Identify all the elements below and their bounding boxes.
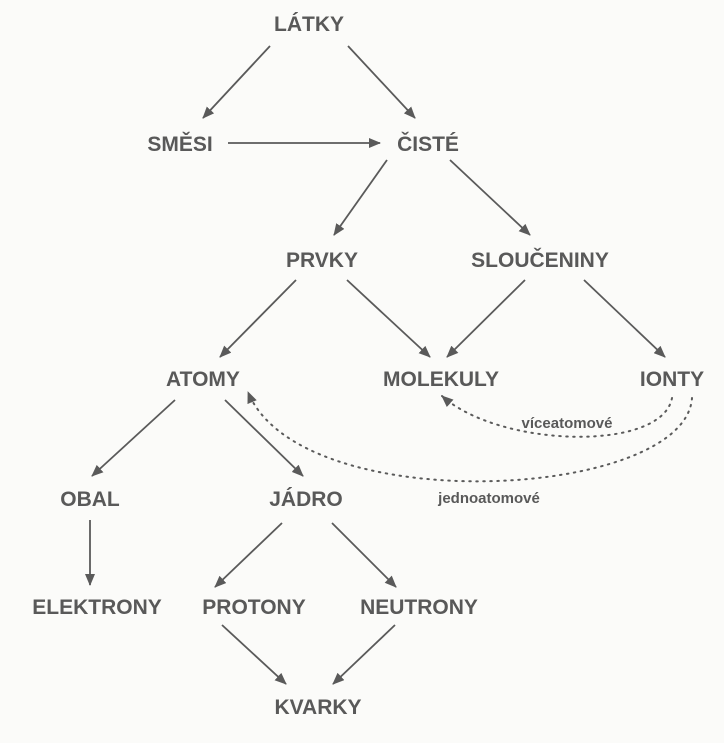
node-jadro: JÁDRO [269,488,343,511]
node-ionty: IONTY [640,368,704,391]
edge-ciste-prvky [333,159,388,236]
node-protony: PROTONY [202,596,305,619]
node-neutrony: NEUTRONY [360,596,478,619]
node-slouceniny: SLOUČENINY [471,248,609,272]
node-molekuly: MOLEKULY [383,368,499,391]
node-kvarky: KVARKY [274,696,361,719]
node-ciste: ČISTÉ [397,132,459,156]
edge-slouceniny-molekuly [446,279,526,358]
node-elektrony: ELEKTRONY [32,596,162,619]
edge-ionty-atomy-dotted [247,391,693,483]
edge-ciste-slouceniny [449,159,531,236]
label-viceatomove: víceatomové [522,415,613,432]
node-prvky: PRVKY [286,249,358,272]
edge-jadro-protony [214,522,283,588]
edge-latky-ciste [347,45,416,119]
node-obal: OBAL [60,488,120,511]
edge-ionty-molekuly-dotted [441,395,673,438]
edge-slouceniny-ionty [583,279,666,358]
edge-labels: víceatomové jednoatomové [437,415,612,507]
node-atomy: ATOMY [166,368,240,391]
edge-neutrony-kvarky [332,624,396,685]
nodes: LÁTKY SMĚSI ČISTÉ PRVKY SLOUČENINY ATOMY… [32,13,704,719]
dotted-edges [247,391,693,483]
edge-atomy-jadro [224,399,304,477]
label-jednoatomove: jednoatomové [437,490,540,507]
edge-prvky-molekuly [346,279,431,358]
edges [85,45,666,685]
node-latky: LÁTKY [274,13,344,36]
node-smesi: SMĚSI [147,132,212,156]
edge-jadro-neutrony [331,522,397,588]
edge-protony-kvarky [221,624,287,685]
edge-atomy-obal [91,399,176,477]
edge-prvky-atomy [219,279,297,358]
edge-latky-smesi [202,45,271,119]
